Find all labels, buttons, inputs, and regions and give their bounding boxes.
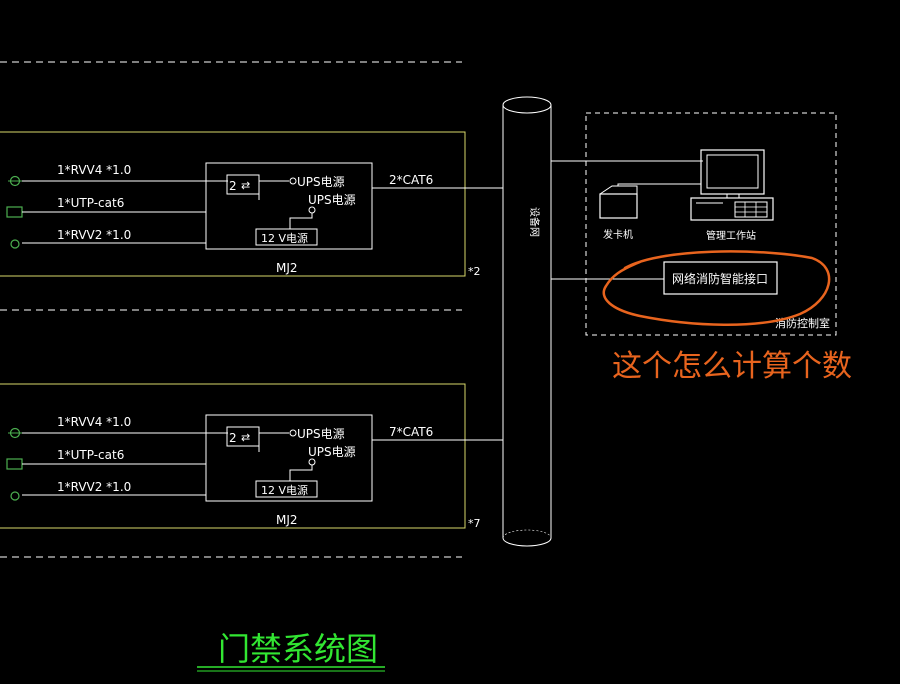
cable-label: 1*RVV4 *1.0 bbox=[57, 163, 131, 177]
power-box-label: 12 V电源 bbox=[261, 483, 308, 497]
multiplier-label: *2 bbox=[468, 265, 481, 278]
reader-icon bbox=[8, 175, 22, 187]
cable-label: 1*RVV2 *1.0 bbox=[57, 480, 131, 494]
trunk-label: 7*CAT6 bbox=[389, 425, 433, 439]
multiplier-label: *7 bbox=[468, 517, 481, 530]
cable-label: 1*RVV2 *1.0 bbox=[57, 228, 131, 242]
card-reader-icon bbox=[6, 458, 23, 470]
reader-icon bbox=[8, 427, 22, 439]
control-room-label: 消防控制室 bbox=[775, 316, 830, 330]
controller-digit: 2 bbox=[229, 431, 237, 445]
trunk-label: 2*CAT6 bbox=[389, 173, 433, 187]
fire-control-room: 管理工作站 发卡机 网络消防智能接口 消防控制室 bbox=[551, 112, 837, 336]
door-group-2: 1*RVV4 *1.0 1*UTP-cat6 1*RVV2 *1.0 2 ⇄ U… bbox=[0, 383, 503, 530]
controller-digit: 2 bbox=[229, 179, 237, 193]
ups-label: UPS电源 bbox=[297, 427, 345, 441]
module-label: MJ2 bbox=[276, 513, 298, 527]
cable-label: 1*RVV4 *1.0 bbox=[57, 415, 131, 429]
equipment-network-backbone: 设备网 bbox=[502, 96, 552, 547]
controller-box bbox=[205, 414, 373, 502]
drawing-title: 门禁系统图 bbox=[218, 630, 378, 668]
fire-interface-label: 网络消防智能接口 bbox=[672, 271, 768, 286]
group-frame bbox=[0, 131, 466, 277]
workstation-keyboard-icon bbox=[690, 197, 774, 221]
power-box-label: 12 V电源 bbox=[261, 231, 308, 245]
controller-module bbox=[226, 174, 260, 195]
exit-button-icon bbox=[10, 239, 20, 249]
controller-module bbox=[226, 426, 260, 447]
power-box bbox=[255, 480, 318, 498]
cable-label: 1*UTP-cat6 bbox=[57, 448, 124, 462]
exit-button-icon bbox=[10, 491, 20, 501]
annotation-circle bbox=[602, 250, 831, 326]
switch-arrows: ⇄ bbox=[241, 179, 250, 192]
ups-label: UPS电源 bbox=[308, 445, 356, 459]
group-frame bbox=[0, 383, 466, 529]
module-label: MJ2 bbox=[276, 261, 298, 275]
workstation-monitor-icon bbox=[700, 149, 765, 198]
switch-arrows: ⇄ bbox=[241, 431, 250, 444]
cable-label: 1*UTP-cat6 bbox=[57, 196, 124, 210]
controller-box bbox=[205, 162, 373, 250]
backbone-label: 设备网 bbox=[528, 207, 541, 237]
fire-interface-box bbox=[663, 261, 778, 295]
card-issuer-icon bbox=[599, 183, 701, 219]
door-group-1: 1*RVV4 *1.0 1*UTP-cat6 1*RVV2 *1.0 2 ⇄ U… bbox=[0, 131, 503, 278]
card-issuer-label: 发卡机 bbox=[603, 228, 633, 241]
annotation-question: 这个怎么计算个数 bbox=[612, 349, 852, 384]
ups-label: UPS电源 bbox=[297, 175, 345, 189]
power-box bbox=[255, 228, 318, 246]
ups-label: UPS电源 bbox=[308, 193, 356, 207]
workstation-label: 管理工作站 bbox=[706, 229, 756, 242]
control-room-frame bbox=[585, 112, 837, 336]
card-reader-icon bbox=[6, 206, 23, 218]
